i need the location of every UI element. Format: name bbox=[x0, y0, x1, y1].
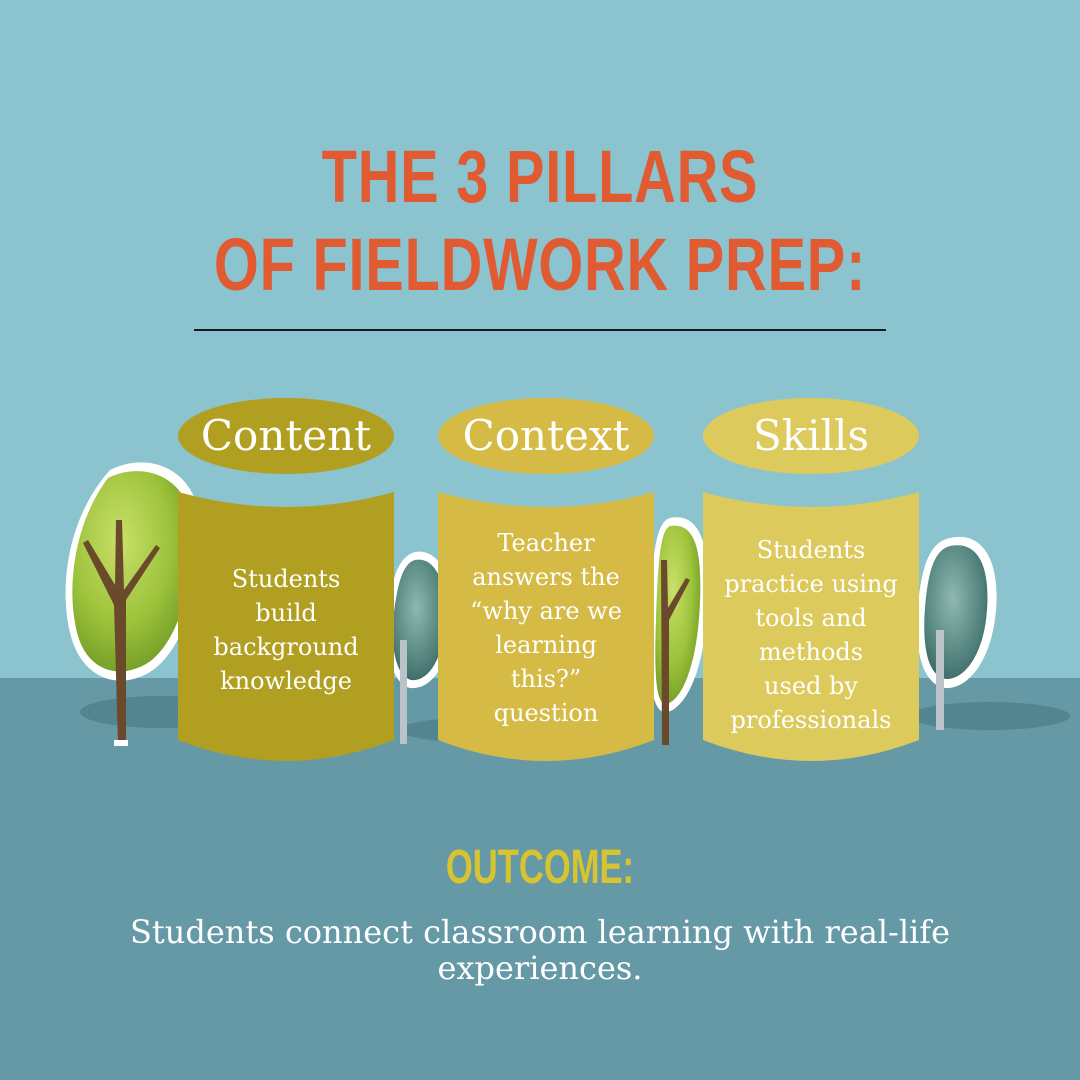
tree-illustration bbox=[386, 551, 453, 744]
pillar-context bbox=[438, 398, 654, 761]
outcome-title: OUTCOME: bbox=[445, 841, 635, 894]
tree-shadow bbox=[910, 702, 1070, 730]
page-title-line-2: OF FIELDWORK PREP: bbox=[213, 223, 867, 306]
tree-illustration bbox=[917, 536, 997, 730]
pillar-description-content: Students build background knowledge bbox=[213, 565, 359, 695]
title-divider bbox=[194, 329, 886, 331]
outcome-text: Students connect classroom learning with… bbox=[129, 913, 951, 987]
tree-illustration bbox=[649, 517, 709, 745]
pillar-label-skills: Skills bbox=[752, 411, 870, 460]
pillar-description-skills: Students practice using tools and method… bbox=[724, 536, 898, 734]
pillar-skills bbox=[703, 398, 919, 761]
page-title-line-1: THE 3 PILLARS bbox=[321, 135, 759, 218]
pillar-label-content: Content bbox=[200, 411, 372, 460]
pillar-cap bbox=[438, 398, 654, 474]
pillar-cap bbox=[178, 398, 394, 474]
pillar-content bbox=[178, 398, 394, 761]
tree-illustration bbox=[65, 462, 201, 746]
pillar-cap bbox=[703, 398, 919, 474]
pillar-description-context: Teacher answers the “why are we learning… bbox=[470, 529, 622, 727]
pillar-label-context: Context bbox=[462, 411, 630, 460]
